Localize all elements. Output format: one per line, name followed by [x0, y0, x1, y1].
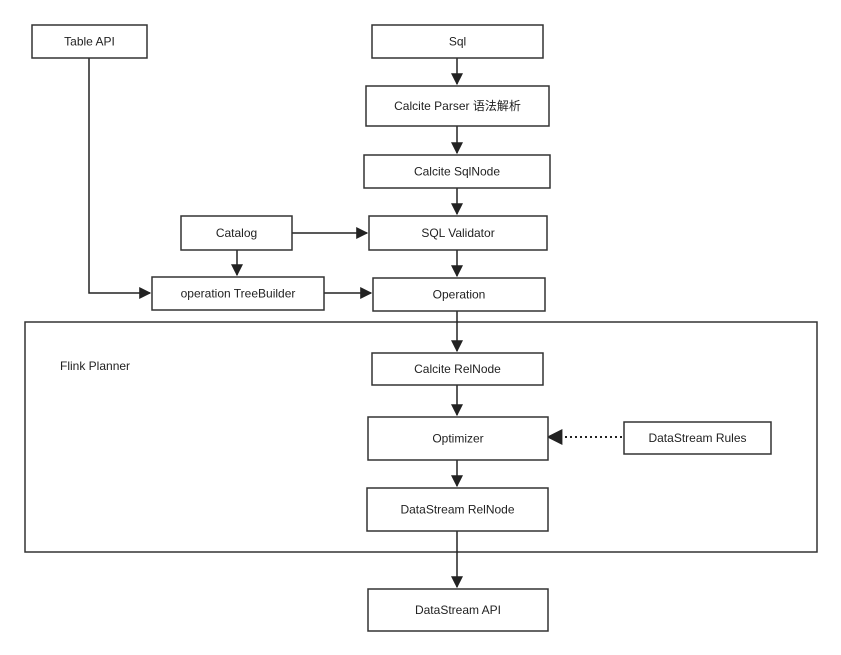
datastream-api-label: DataStream API: [415, 603, 501, 617]
calcite-parser-node: Calcite Parser 语法解析: [365, 85, 550, 127]
datastream-relnode-label: DataStream RelNode: [400, 503, 514, 517]
optimizer-node: Optimizer: [367, 416, 549, 461]
table-api-label: Table API: [64, 35, 115, 49]
sql-label: Sql: [449, 35, 466, 49]
table-api-node: Table API: [31, 24, 148, 59]
catalog-node: Catalog: [180, 215, 293, 251]
datastream-rules-node: DataStream Rules: [623, 421, 772, 455]
calcite-relnode-node: Calcite RelNode: [371, 352, 544, 386]
calcite-sqlnode-node: Calcite SqlNode: [363, 154, 551, 189]
operation-treebuilder-node: operation TreeBuilder: [151, 276, 325, 311]
calcite-relnode-label: Calcite RelNode: [414, 362, 501, 376]
sql-validator-label: SQL Validator: [421, 226, 494, 240]
calcite-parser-label: Calcite Parser 语法解析: [394, 99, 521, 113]
datastream-api-node: DataStream API: [367, 588, 549, 632]
datastream-relnode-node: DataStream RelNode: [366, 487, 549, 532]
flink-planner-frame: [24, 321, 818, 553]
operation-node: Operation: [372, 277, 546, 312]
flink-planner-label: Flink Planner: [60, 359, 130, 373]
datastream-rules-label: DataStream Rules: [648, 431, 746, 445]
sql-node: Sql: [371, 24, 544, 59]
operation-treebuilder-label: operation TreeBuilder: [181, 287, 296, 301]
operation-label: Operation: [433, 288, 486, 302]
catalog-label: Catalog: [216, 226, 257, 240]
sql-validator-node: SQL Validator: [368, 215, 548, 251]
optimizer-label: Optimizer: [432, 432, 483, 446]
calcite-sqlnode-label: Calcite SqlNode: [414, 165, 500, 179]
edge-tableapi-to-treebuilder: [88, 58, 152, 299]
